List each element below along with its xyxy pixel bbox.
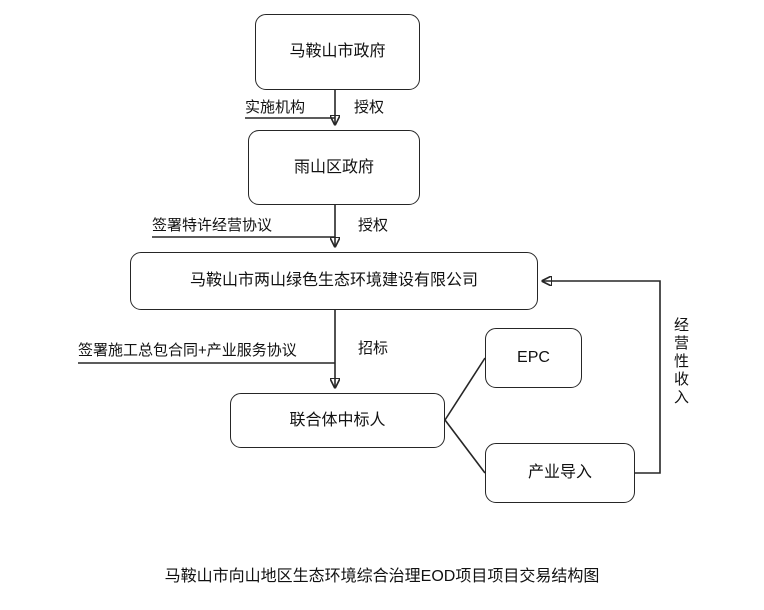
edge-label-franchise-agreement: 签署特许经营协议 — [152, 217, 273, 234]
node-epc[interactable]: EPC — [485, 328, 582, 388]
node-company-label: 马鞍山市两山绿色生态环境建设有限公司 — [189, 272, 478, 289]
node-company[interactable]: 马鞍山市两山绿色生态环境建设有限公司 — [130, 252, 538, 310]
node-consortium-winner[interactable]: 联合体中标人 — [230, 393, 445, 448]
edge-label-authorize-2: 授权 — [358, 217, 389, 234]
node-city-government[interactable]: 马鞍山市政府 — [255, 14, 420, 90]
link-consortium-to-epc — [444, 357, 486, 421]
node-district-government[interactable]: 雨山区政府 — [248, 130, 420, 205]
edge-label-implement-agency: 实施机构 — [245, 99, 306, 116]
edge-label-authorize-1: 授权 — [354, 99, 385, 116]
edge-label-contract-agreement: 签署施工总包合同+产业服务协议 — [78, 342, 297, 359]
node-city-government-label: 马鞍山市政府 — [289, 43, 386, 60]
node-epc-label: EPC — [517, 349, 550, 366]
node-consortium-winner-label: 联合体中标人 — [289, 411, 386, 429]
diagram-caption: 马鞍山市向山地区生态环境综合治理EOD项目项目交易结构图 — [164, 568, 600, 585]
edge-label-operating-income: 经营性收入 — [672, 317, 689, 407]
node-industry-introduction-label: 产业导入 — [527, 464, 592, 481]
link-consortium-to-industry — [444, 419, 486, 474]
edge-label-bidding: 招标 — [358, 340, 389, 357]
arrow-industry-to-company — [543, 281, 661, 474]
node-district-government-label: 雨山区政府 — [293, 158, 374, 176]
node-industry-introduction[interactable]: 产业导入 — [485, 443, 635, 503]
